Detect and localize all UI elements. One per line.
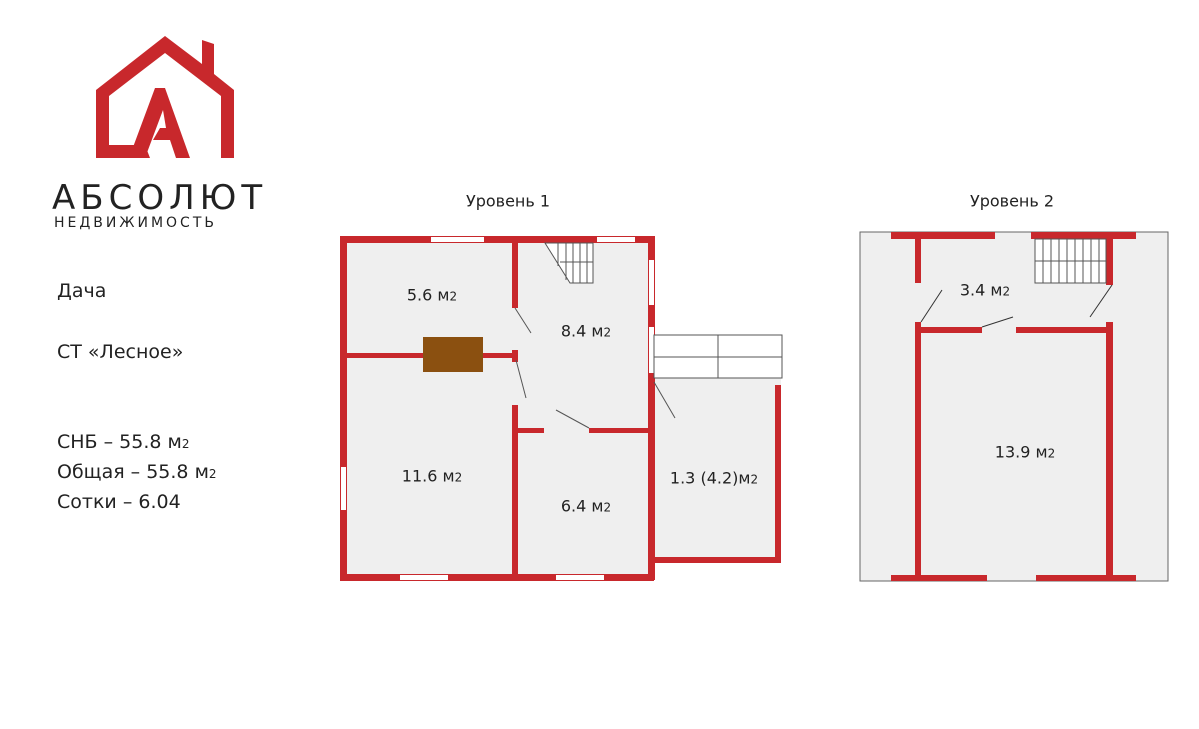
logo-name: АБСОЛЮТ	[52, 178, 268, 218]
room-area: 5.6 м2	[406, 285, 458, 305]
stairs-icon	[1034, 238, 1107, 284]
room-area: 6.4 м2	[560, 496, 612, 516]
level-1-plan	[340, 236, 783, 581]
room-area: 11.6 м2	[401, 466, 463, 486]
level-2-title: Уровень 2	[969, 191, 1055, 211]
stove	[423, 337, 483, 372]
property-type: Дача	[57, 280, 107, 302]
room-area: 13.9 м2	[994, 442, 1056, 462]
property-location: СТ «Лесное»	[57, 341, 184, 363]
stat-sotki: Сотки – 6.04	[57, 491, 181, 513]
stat-total: Общая – 55.8 м2	[57, 461, 217, 483]
level-1-title: Уровень 1	[465, 191, 551, 211]
room-area: 3.4 м2	[959, 280, 1011, 300]
stairs-icon	[544, 242, 594, 284]
room-area: 1.3 (4.2)м2	[669, 468, 759, 488]
level-2-plan	[859, 231, 1169, 582]
stat-snb: СНБ – 55.8 м2	[57, 431, 190, 453]
room-area: 8.4 м2	[560, 321, 612, 341]
logo-subtitle: НЕДВИЖИМОСТЬ	[54, 215, 217, 231]
logo-house-icon	[96, 36, 234, 158]
